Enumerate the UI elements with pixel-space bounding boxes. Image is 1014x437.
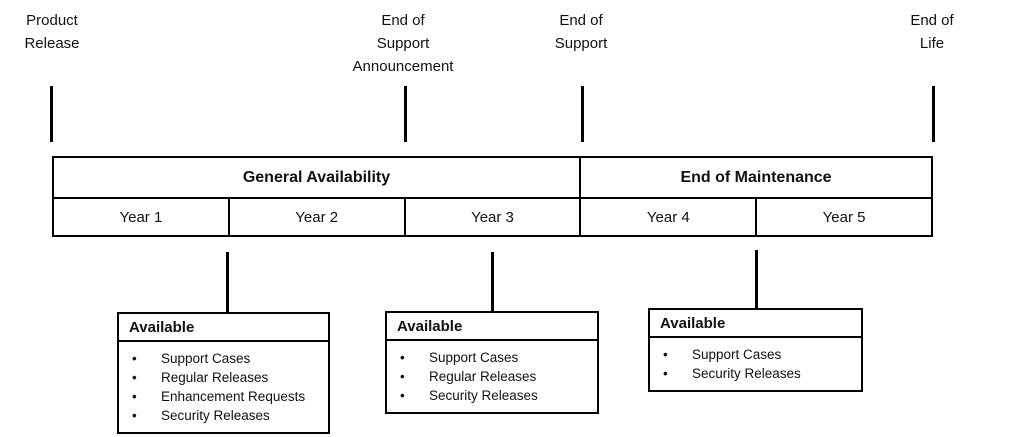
bullet-icon: •: [132, 351, 137, 366]
bullet-icon: •: [663, 366, 668, 381]
list-item: • Security Releases: [387, 386, 593, 405]
list-item: • Enhancement Requests: [119, 387, 324, 406]
list-item: • Regular Releases: [119, 368, 324, 387]
bullet-icon: •: [400, 369, 405, 384]
list-item-label: Support Cases: [692, 347, 782, 362]
available-box-years-4-5: Available • Support Cases • Security Relea…: [648, 308, 863, 392]
phase-end-of-maintenance: End of Maintenance: [579, 158, 931, 197]
available-box-title: Available: [650, 310, 861, 338]
list-item-label: Security Releases: [429, 388, 538, 403]
list-item: • Security Releases: [650, 364, 857, 383]
bullet-icon: •: [400, 350, 405, 365]
milestone-label-product-release: Product Release: [24, 12, 80, 52]
list-item-label: Regular Releases: [161, 370, 269, 385]
year-cell-5: Year 5: [755, 199, 931, 235]
connector-line-box-2: [491, 252, 494, 312]
list-item: • Support Cases: [119, 349, 324, 368]
list-item-label: Security Releases: [161, 408, 270, 423]
bullet-icon: •: [132, 389, 137, 404]
phase-row: General Availability End of Maintenance: [54, 158, 931, 199]
connector-line-box-1: [226, 252, 229, 312]
phase-general-availability: General Availability: [242, 168, 391, 186]
available-item-list: • Support Cases • Regular Releases • Enhanc…: [119, 342, 328, 432]
available-box-years-1-2: Available • Support Cases • Regular Releas…: [117, 312, 330, 434]
lifecycle-table: General Availability End of Maintenance …: [52, 156, 933, 237]
list-item-label: Regular Releases: [429, 369, 537, 384]
available-box-title: Available: [387, 313, 597, 341]
bullet-icon: •: [663, 347, 668, 362]
available-box-title: Available: [119, 314, 328, 342]
timeline-tick-end-of-support: [581, 86, 584, 142]
year-cell-2: Year 2: [227, 199, 404, 235]
bullet-icon: •: [400, 388, 405, 403]
list-item-label: Enhancement Requests: [161, 389, 306, 404]
year-cell-1: Year 1: [119, 208, 163, 226]
available-item-list: • Support Cases • Regular Releases • Securi…: [387, 341, 597, 412]
connector-line-box-3: [755, 250, 758, 308]
available-box-year-3: Available • Support Cases • Regular Releas…: [385, 311, 599, 414]
list-item-label: Support Cases: [161, 351, 251, 366]
list-item-label: Support Cases: [429, 350, 519, 365]
milestone-label-end-of-support-announcement: End of Support Announcement: [352, 12, 454, 75]
bullet-icon: •: [132, 370, 137, 385]
milestone-label-end-of-life: End of Life: [910, 12, 954, 52]
list-item-label: Security Releases: [692, 366, 801, 381]
timeline-tick-end-of-life: [932, 86, 935, 142]
available-item-list: • Support Cases • Security Releases: [650, 338, 861, 390]
list-item: • Security Releases: [119, 406, 324, 425]
year-cell-3: Year 3: [403, 199, 580, 235]
list-item: • Regular Releases: [387, 367, 593, 386]
bullet-icon: •: [132, 408, 137, 423]
year-row: Year 1 Year 2 Year 3 Year 4 Year 5: [54, 199, 931, 235]
timeline-tick-end-of-support-announcement: [404, 86, 407, 142]
year-cell-4: Year 4: [579, 199, 755, 235]
list-item: • Support Cases: [650, 345, 857, 364]
list-item: • Support Cases: [387, 348, 593, 367]
milestone-label-end-of-support: End of Support: [554, 12, 608, 52]
timeline-tick-product-release: [50, 86, 53, 142]
